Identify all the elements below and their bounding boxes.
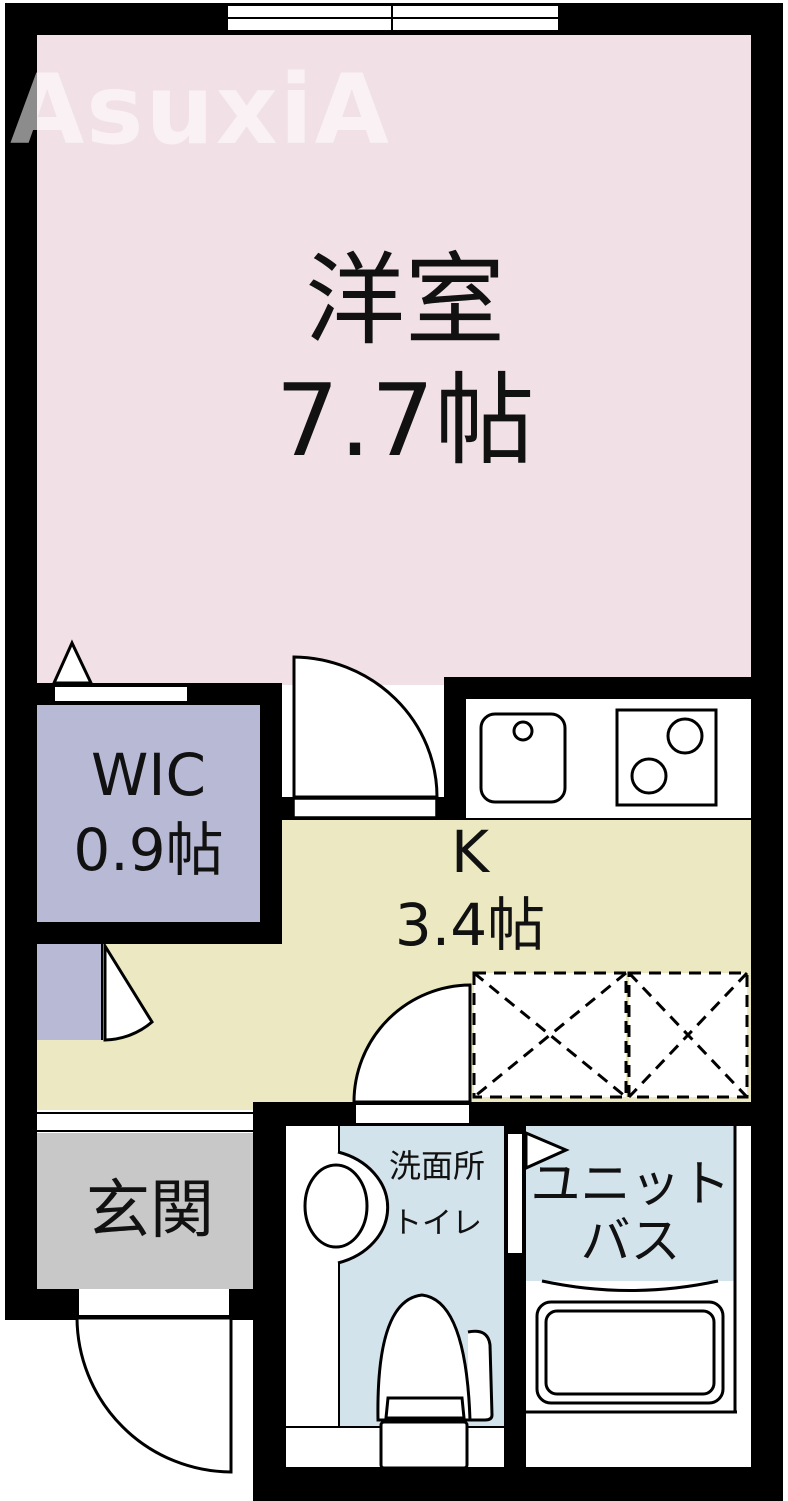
outer-wall-right — [751, 3, 783, 1501]
wic-right-wall — [260, 683, 282, 943]
top-window — [226, 4, 560, 32]
unitbath-sub: バス — [580, 1212, 681, 1270]
bath-floor-edge — [526, 1281, 735, 1291]
genkan-step — [37, 1112, 263, 1132]
western-room-name: 洋室 — [305, 242, 505, 359]
bathtub-icon — [535, 1300, 725, 1405]
stove-icon — [615, 708, 718, 807]
wic-sliding-door[interactable] — [54, 686, 188, 702]
wet-area-left-wall — [253, 1102, 286, 1501]
wash-basin-icon — [303, 1150, 390, 1265]
washer-space-icon — [627, 971, 749, 1099]
washroom-name: 洗面所 — [388, 1147, 485, 1185]
western-room — [37, 35, 751, 685]
closet-door[interactable] — [103, 940, 154, 1042]
genkan-room — [37, 1133, 263, 1289]
wic-room — [37, 705, 260, 922]
washroom-door-opening[interactable] — [355, 1104, 470, 1124]
kitchen-size: 3.4帖 — [394, 891, 546, 959]
outer-wall-left — [5, 3, 37, 1320]
wic-bottom-wall — [37, 922, 282, 944]
kitchen-name: K — [450, 818, 490, 886]
wic-name: WIC — [91, 741, 206, 809]
kitchen-sink-icon — [479, 712, 567, 804]
toilet-label: トイレ — [392, 1206, 482, 1241]
washroom-door[interactable] — [352, 983, 472, 1104]
bath-door-arrow-icon — [524, 1130, 570, 1171]
sliding-door-arrow-icon — [51, 639, 94, 685]
genkan-name: 玄関 — [86, 1174, 214, 1248]
wic-size: 0.9帖 — [73, 816, 224, 884]
storage-closet — [37, 944, 103, 1040]
genkan-bottom-wall — [5, 1289, 79, 1320]
entrance-door[interactable] — [75, 1316, 233, 1474]
unitbath-door[interactable] — [507, 1133, 523, 1254]
entrance-threshold — [79, 1291, 229, 1317]
counter-left-wall — [444, 677, 466, 820]
watermark: AsuxiA — [10, 54, 391, 166]
western-room-door[interactable] — [292, 655, 439, 818]
unitbath-name: ユニット — [530, 1155, 731, 1213]
western-room-size: 7.7帖 — [275, 362, 535, 479]
refrigerator-space-icon — [472, 971, 628, 1099]
toilet-icon — [376, 1293, 494, 1470]
counter-wall — [444, 677, 751, 699]
